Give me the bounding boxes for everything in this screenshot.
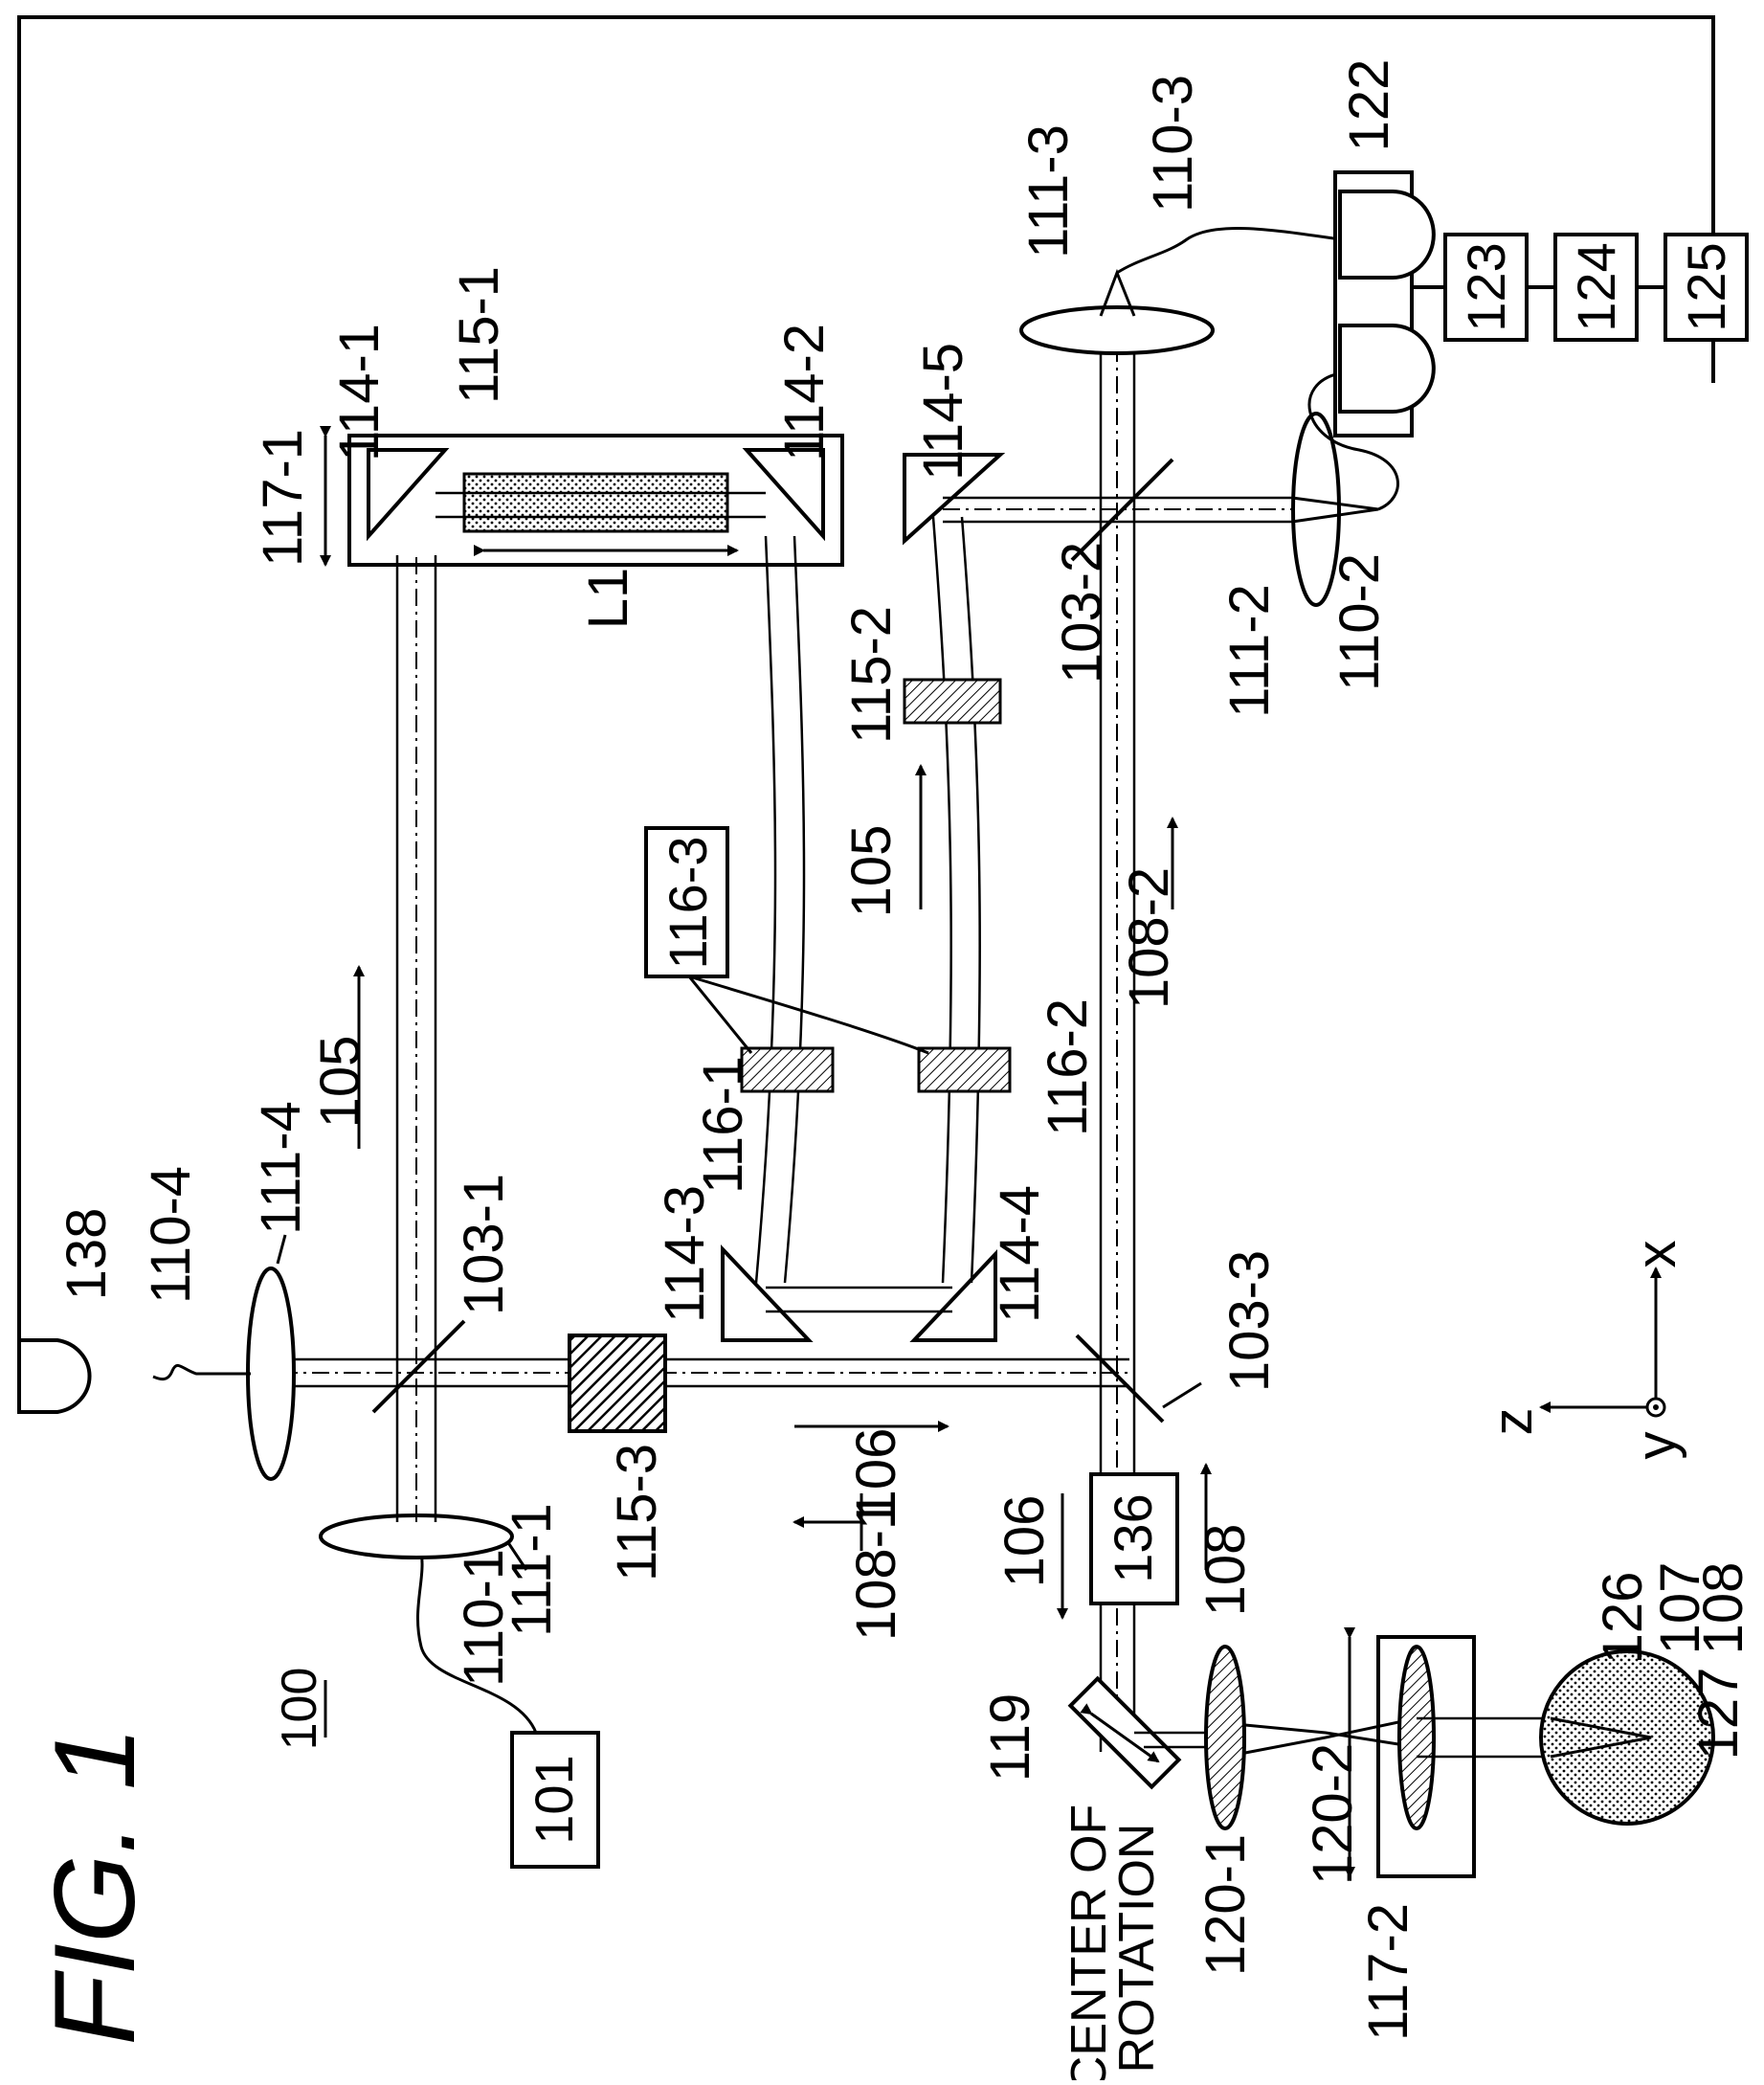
prism1-label: 114-1 [328,324,391,461]
dispersion-115-3 [569,1335,665,1431]
dispersion-115-1 [464,474,727,531]
prism2-label: 114-2 [773,324,836,461]
scanner-label: 119 [979,1693,1041,1782]
stage1-label: 117-1 [252,429,314,567]
amp-label: 123 [1456,242,1516,331]
photodiode-b [1340,325,1434,412]
adc-label: 124 [1566,242,1626,331]
prism3-label: 114-3 [654,1185,716,1323]
fiber-110-3 [1117,228,1340,273]
system-label: 100 [272,1668,327,1751]
prism4-label: 114-4 [989,1185,1051,1323]
beam105-label-a: 105 [309,1036,371,1129]
plate-116-1 [742,1048,833,1091]
monitor-label: 138 [56,1208,118,1301]
lens-120-1 [1206,1647,1244,1828]
source-label: 101 [524,1755,584,1844]
plate2-label: 116-2 [1037,998,1099,1136]
disp2-label: 115-2 [840,606,903,744]
computer-label: 125 [1676,242,1736,331]
bs3-label: 103-3 [1218,1250,1281,1392]
lens-120-2 [1399,1647,1434,1828]
beam105-label-b: 105 [840,825,903,918]
disp1-label: 115-1 [448,266,510,404]
cornea-label: 126 [1592,1572,1654,1665]
lens4-label: 111-4 [250,1101,312,1235]
stage2-label: 117-2 [1357,1903,1419,2041]
lens120-1-label: 120-1 [1195,1834,1257,1976]
disp3-label: 115-3 [606,1444,668,1581]
lens3-label: 111-3 [1017,124,1080,258]
photodiode-a [1340,191,1434,278]
fiber3-label: 110-3 [1142,75,1204,213]
prism-114-1 [368,450,445,536]
beam108-eye-label: 108 [1692,1562,1754,1655]
fiber4-label: 110-4 [140,1166,202,1304]
prism5-label: 114-5 [912,343,974,481]
prism-114-4 [914,1254,995,1340]
lens-111-4 [248,1268,294,1479]
lens1-label: 111-1 [501,1503,563,1637]
beamsplitter-103-3 [1077,1335,1163,1422]
retina-label: 127 [1687,1668,1750,1760]
bs2-label: 103-2 [1051,542,1113,684]
plate1-label: 116-1 [692,1056,754,1194]
fiber2-label: 110-2 [1329,553,1391,691]
beam108-2-label: 108-2 [1118,867,1180,1009]
center-rotation-line2: ROTATION [1109,1824,1165,2074]
x-axis-label: x [1625,1241,1687,1268]
z-axis-label: z [1482,1408,1544,1436]
dispersion-115-2 [904,680,1000,723]
fiber-110-4 [153,1365,251,1379]
figure-title: FIG. 1 [31,1726,159,2045]
detector-label: 122 [1338,59,1400,152]
shutter-label: 136 [1103,1493,1163,1582]
length-label: L1 [577,568,639,630]
lens120-2-label: 120-2 [1302,1743,1364,1885]
beam106-label-b: 106 [994,1495,1056,1588]
prism-114-3 [723,1249,809,1340]
lens2-label: 111-2 [1218,584,1281,718]
plate-116-2 [919,1048,1010,1091]
monitor-detector-138 [19,1340,90,1412]
beam108-label: 108 [1195,1524,1257,1617]
lens-111-3 [1021,307,1213,353]
plate3-label: 116-3 [658,836,718,969]
beam108-1-label: 108-1 [845,1499,907,1641]
bs1-label: 103-1 [453,1174,515,1315]
y-axis-label: y [1625,1432,1687,1460]
beamsplitter-103-1 [373,1321,464,1412]
